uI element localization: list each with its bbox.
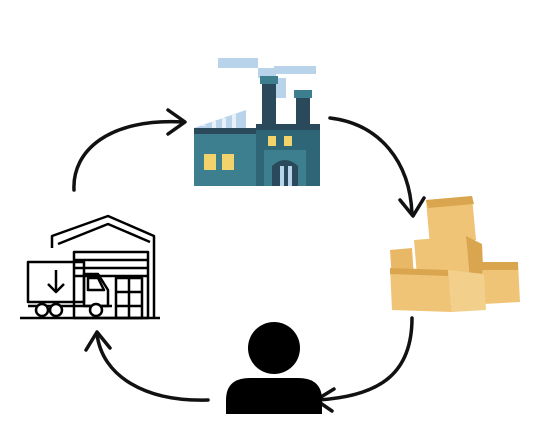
arrow-boxes-to-customer: [314, 316, 414, 413]
boxes-icon: [390, 196, 520, 312]
person-icon: [226, 322, 322, 414]
warehouse-truck-icon: [20, 214, 160, 320]
arrow-customer-to-warehouse: [84, 330, 210, 402]
arrow-factory-to-boxes: [328, 116, 426, 218]
arrow-warehouse-to-factory: [72, 108, 187, 192]
factory-icon: [194, 58, 320, 186]
